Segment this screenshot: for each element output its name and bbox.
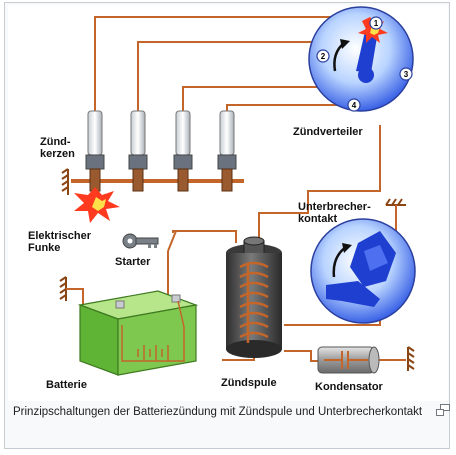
wire-coil-condenser bbox=[284, 350, 318, 362]
terminal-1: 1 bbox=[374, 19, 379, 28]
starter-switch bbox=[122, 230, 177, 252]
label-zuendkerzen-1: Zünd- bbox=[40, 136, 71, 148]
wire-starter-coil bbox=[172, 230, 237, 243]
diagram-figure: 1 2 3 4 bbox=[8, 5, 448, 401]
spark-plug-2 bbox=[128, 110, 148, 192]
breaker bbox=[310, 218, 416, 324]
label-elektrischer: Elektrischer bbox=[28, 230, 92, 242]
labels: Zünd- kerzen Zündverteiler Elektrischer … bbox=[28, 126, 384, 393]
label-funke: Funke bbox=[28, 242, 60, 254]
figure-caption: Prinzipschaltungen der Batteriezündung m… bbox=[13, 406, 423, 418]
spark-plugs bbox=[74, 110, 237, 223]
spark-plug-4 bbox=[217, 110, 237, 192]
battery bbox=[77, 290, 199, 376]
label-unterbrecher-1: Unterbrecher- bbox=[298, 201, 371, 213]
distributor: 1 2 3 4 bbox=[308, 6, 414, 112]
ignition-diagram: 1 2 3 4 bbox=[28, 6, 416, 393]
ignition-coil bbox=[226, 236, 282, 358]
ground-symbols bbox=[59, 168, 415, 371]
wire-plug-2 bbox=[137, 41, 317, 113]
spark-plug-1 bbox=[85, 110, 105, 192]
label-zuendkerzen-2: kerzen bbox=[40, 148, 75, 160]
condenser bbox=[317, 346, 380, 374]
label-zuendspule: Zündspule bbox=[221, 377, 277, 389]
label-kondensator: Kondensator bbox=[315, 381, 384, 393]
terminal-2: 2 bbox=[321, 52, 326, 61]
wire-coil-hv bbox=[258, 125, 381, 245]
spark-plug-3 bbox=[173, 110, 193, 192]
terminal-3: 3 bbox=[404, 70, 409, 79]
wire-plug-4 bbox=[226, 104, 348, 113]
rotor-arm bbox=[356, 27, 378, 73]
key-icon bbox=[122, 233, 159, 249]
label-batterie: Batterie bbox=[46, 379, 87, 391]
expand-icon[interactable] bbox=[436, 404, 450, 416]
breaker-arm bbox=[326, 281, 380, 307]
label-starter: Starter bbox=[115, 256, 151, 268]
terminal-4: 4 bbox=[352, 101, 357, 110]
label-unterbrecher-2: kontakt bbox=[298, 213, 337, 225]
label-zuendverteiler: Zündverteiler bbox=[293, 126, 363, 138]
